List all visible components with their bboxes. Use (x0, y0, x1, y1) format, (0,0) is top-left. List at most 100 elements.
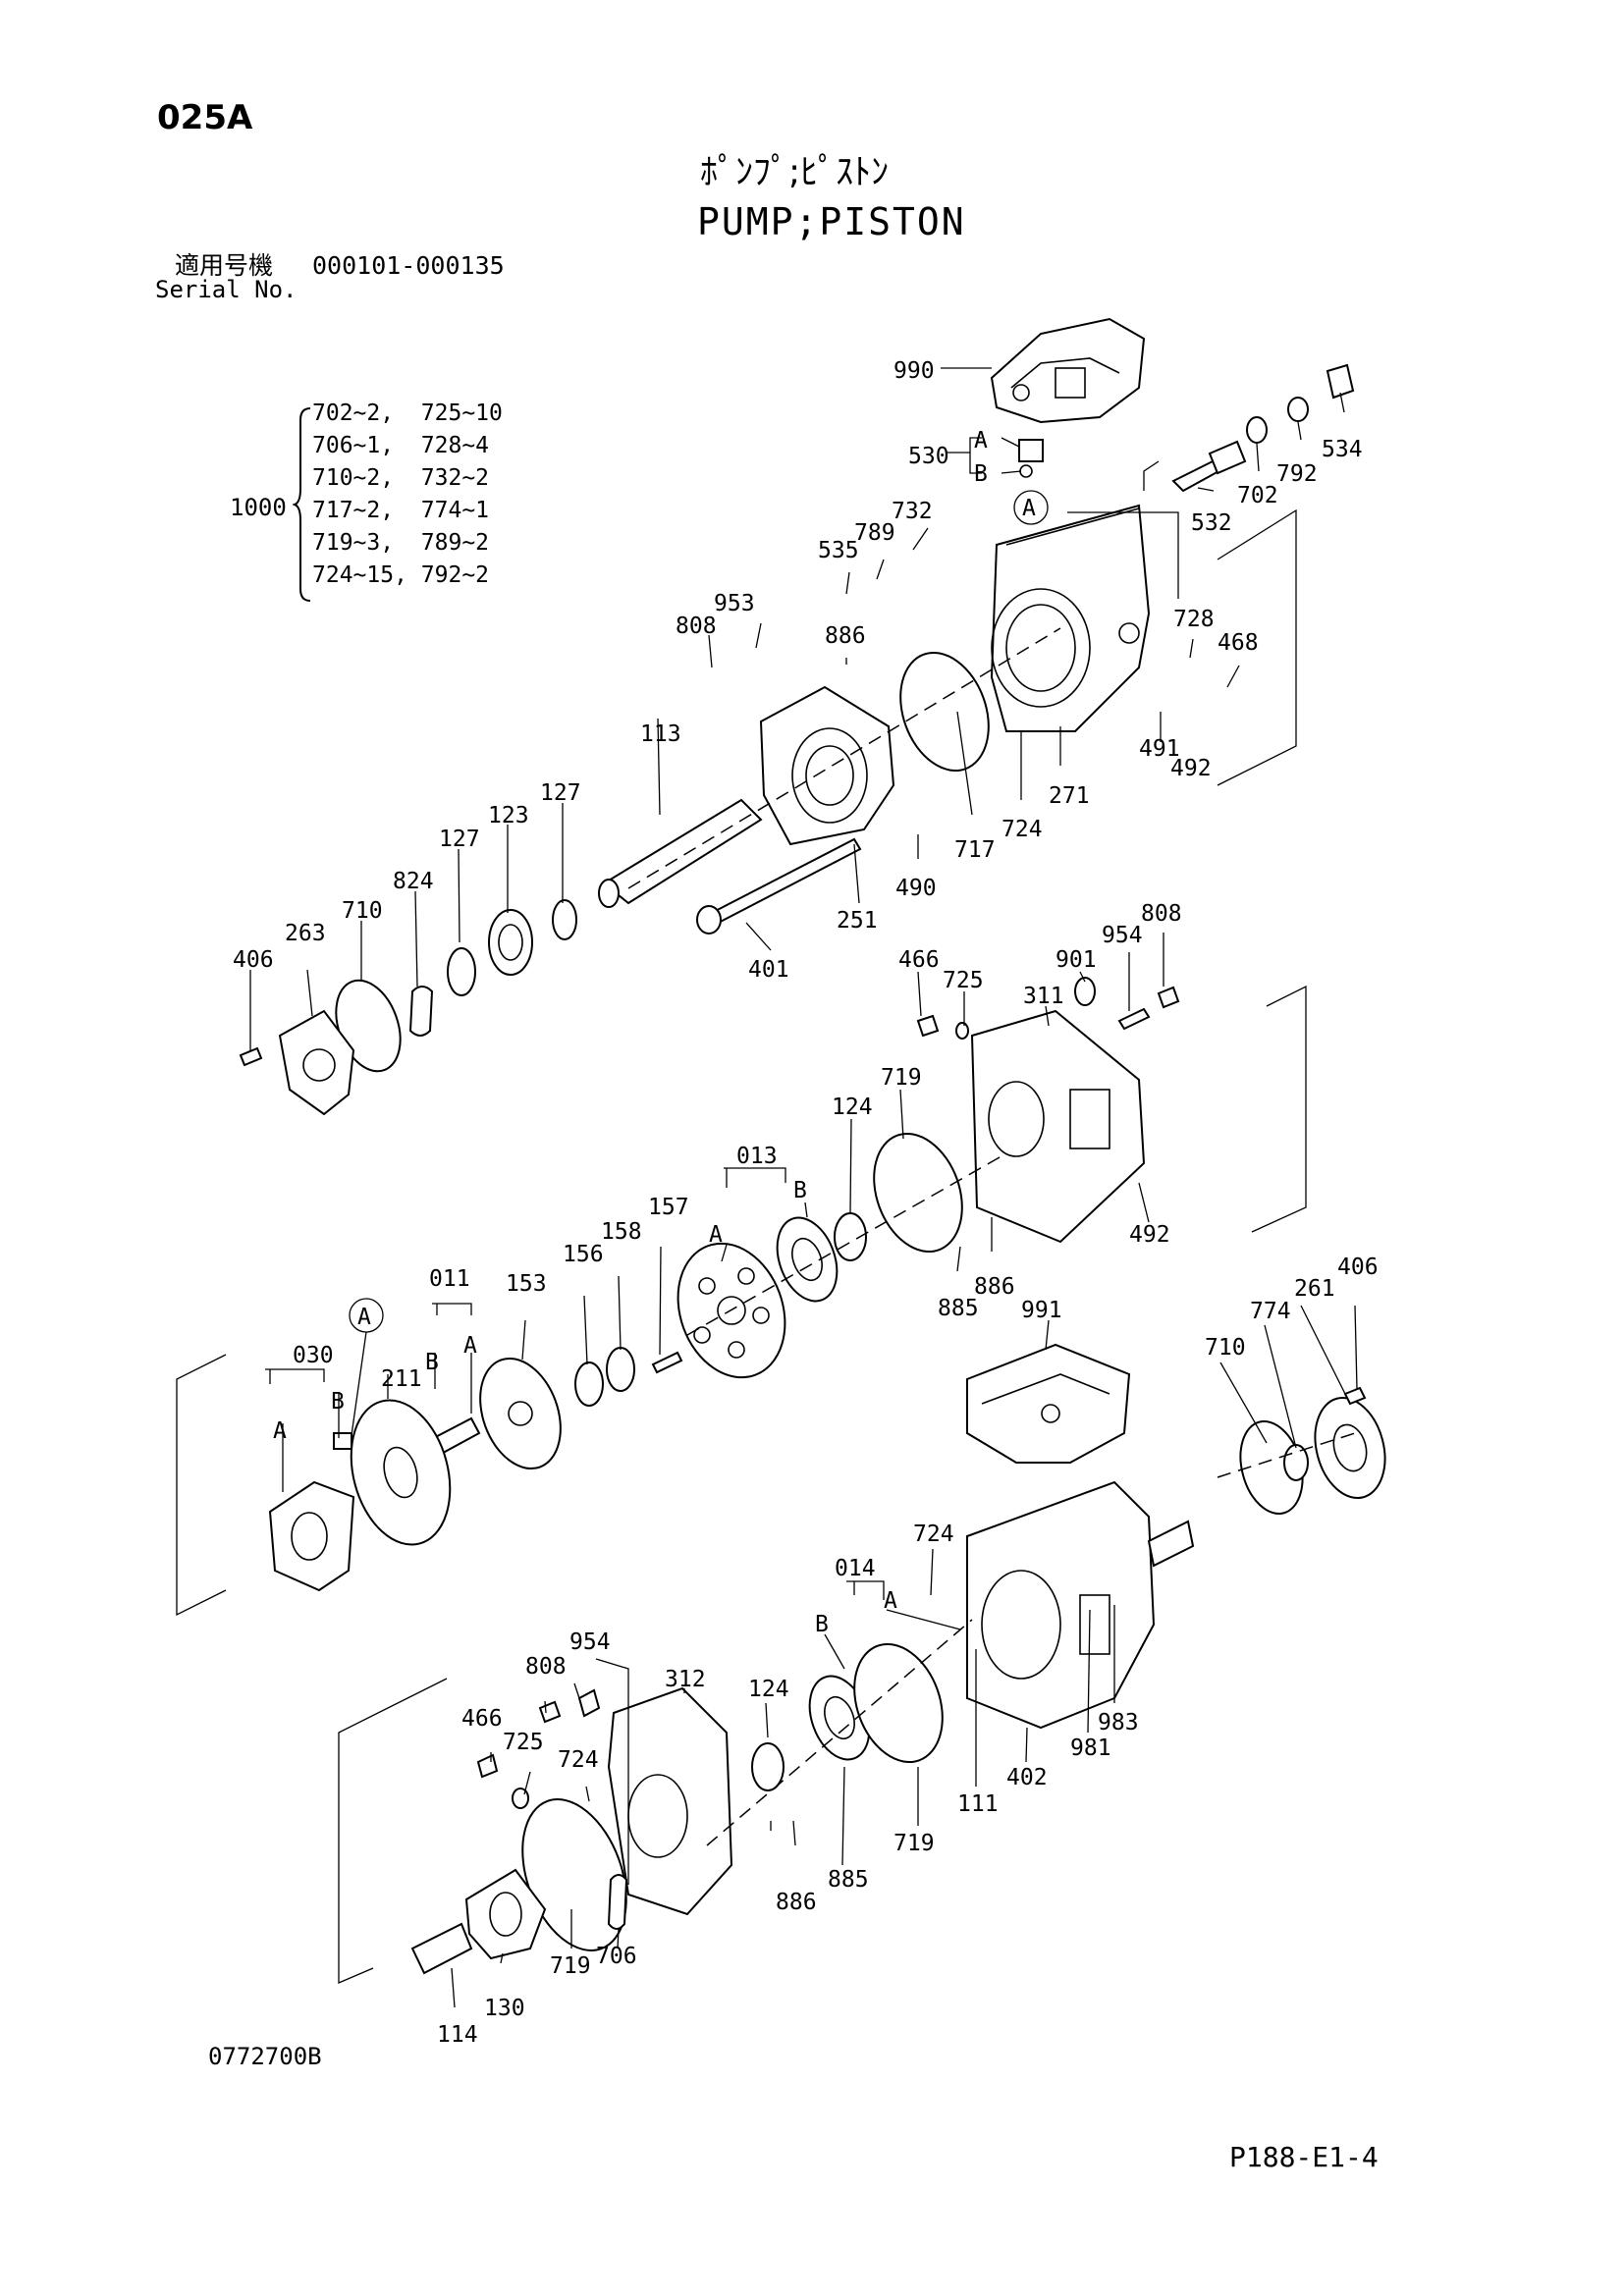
eyebolt-901 (1074, 977, 1096, 1006)
label-824: 824 (393, 869, 434, 894)
nut-808b (538, 1700, 562, 1724)
label-732: 732 (892, 499, 933, 524)
label-468: 468 (1218, 630, 1259, 656)
serial-number-range: 000101-000135 (312, 251, 505, 280)
label-886-b: 886 (974, 1274, 1015, 1300)
label-885: 885 (938, 1296, 979, 1321)
pump-assembly-111 (966, 1480, 1195, 1730)
screw-954b (577, 1688, 601, 1718)
label-014-a: A (884, 1588, 897, 1614)
label-406-b: 406 (1337, 1255, 1379, 1280)
valve-plate-013 (776, 1216, 839, 1303)
label-724-b: 724 (913, 1522, 954, 1547)
label-724-c: 724 (558, 1747, 599, 1773)
label-124-b: 124 (748, 1677, 789, 1702)
label-014: 014 (835, 1556, 876, 1581)
ring-774 (1283, 1444, 1309, 1481)
bolt-401 (696, 837, 862, 934)
label-013-b: B (793, 1178, 807, 1203)
valve-530 (1018, 439, 1044, 478)
label-311: 311 (1023, 984, 1064, 1009)
label-153: 153 (506, 1271, 547, 1297)
label-491: 491 (1139, 736, 1180, 762)
oring-725b (512, 1788, 529, 1809)
title-japanese: ﾎﾟﾝﾌﾟ;ﾋﾟｽﾄﾝ (700, 152, 890, 192)
title-english: PUMP;PISTON (697, 200, 966, 243)
label-127: 127 (540, 780, 581, 806)
label-710: 710 (342, 898, 383, 924)
label-114: 114 (437, 2022, 478, 2048)
label-124: 124 (832, 1095, 873, 1120)
label-030: 030 (293, 1343, 334, 1368)
label-886-c: 886 (776, 1890, 817, 1915)
label-011-a: A (463, 1333, 477, 1359)
kit-row: 719~3, 789~2 (312, 530, 490, 556)
label-724: 724 (1001, 817, 1043, 842)
label-530-a: A (974, 428, 988, 454)
boundary-line (338, 1678, 448, 1984)
label-728: 728 (1173, 607, 1215, 632)
label-710-b: 710 (1205, 1335, 1246, 1361)
serial-label-japanese: 適用号機 (175, 251, 274, 280)
kit-row: 717~2, 774~1 (312, 498, 490, 523)
label-127-b: 127 (439, 827, 480, 852)
label-406: 406 (233, 947, 274, 973)
label-530: 530 (908, 444, 949, 469)
shaft-113 (598, 798, 763, 908)
label-991: 991 (1021, 1298, 1062, 1323)
callout-circle-a (1013, 490, 1049, 525)
label-263: 263 (285, 921, 326, 946)
label-886: 886 (825, 623, 866, 649)
kit-row: 710~2, 732~2 (312, 465, 490, 491)
label-725-b: 725 (503, 1730, 544, 1755)
axis-line (706, 1619, 973, 1846)
drawing-number: 0772700B (208, 2043, 322, 2070)
label-808-c: 808 (525, 1654, 567, 1680)
ring-792 (1287, 397, 1309, 422)
ring-127 (552, 899, 577, 940)
kit-brace (293, 407, 311, 602)
plug-466 (916, 1014, 940, 1038)
oring-719b (853, 1642, 944, 1764)
bearing-124 (834, 1212, 867, 1261)
valve-block-311 (970, 1009, 1146, 1244)
label-953: 953 (714, 591, 755, 616)
label-490: 490 (895, 876, 937, 901)
label-717: 717 (954, 837, 996, 863)
snap-ring-824 (408, 986, 434, 1037)
label-466: 466 (898, 947, 940, 973)
cap-534 (1326, 363, 1355, 400)
ring-158 (606, 1347, 635, 1392)
label-954-b: 954 (569, 1629, 611, 1655)
label-530-b: B (974, 461, 988, 487)
axis-line (686, 1152, 1007, 1336)
label-706: 706 (596, 1944, 637, 1969)
label-013: 013 (736, 1144, 778, 1169)
label-211: 211 (381, 1366, 422, 1392)
label-532: 532 (1191, 510, 1232, 536)
label-885-b: 885 (828, 1867, 869, 1893)
boundary-line (1217, 508, 1297, 786)
label-030-b: B (331, 1389, 345, 1415)
label-158: 158 (601, 1219, 642, 1245)
oring-706 (607, 1874, 628, 1930)
swash-plate-030 (268, 1480, 355, 1592)
spring-157 (651, 1351, 683, 1374)
bearing-123 (488, 909, 533, 976)
label-123: 123 (488, 803, 529, 828)
label-401: 401 (748, 957, 789, 983)
spherical-bushing-156 (574, 1362, 604, 1407)
page-code: 025A (157, 98, 253, 137)
label-983: 983 (1098, 1710, 1139, 1735)
label-954: 954 (1102, 923, 1143, 948)
oring-702 (1246, 416, 1268, 444)
screw-406b (1343, 1386, 1367, 1406)
boundary-line (1143, 460, 1160, 491)
kit-contents-list: 702~2, 725~10 706~1, 728~4 710~2, 732~2 … (312, 402, 503, 597)
label-719-c: 719 (550, 1953, 591, 1979)
label-251: 251 (837, 908, 878, 934)
label-719: 719 (881, 1065, 922, 1091)
label-156: 156 (563, 1242, 604, 1267)
label-157: 157 (648, 1195, 689, 1220)
